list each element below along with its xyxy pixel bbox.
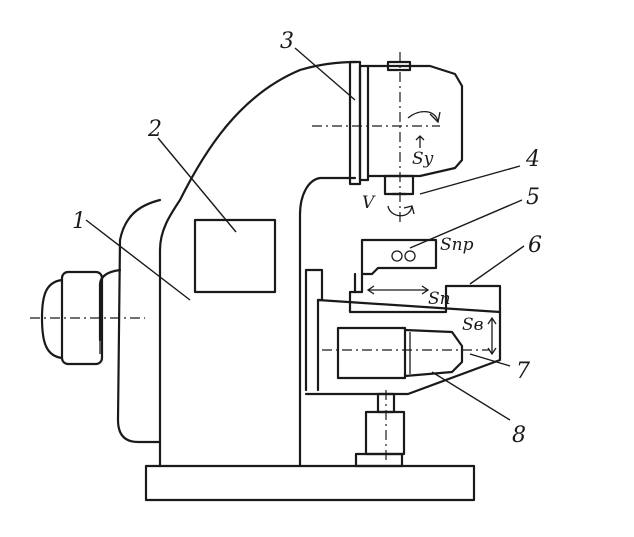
elevating-screw	[354, 392, 406, 468]
label-2: 2	[147, 117, 162, 142]
label-8: 8	[512, 423, 526, 448]
base-plate	[144, 464, 476, 502]
label-1: 1	[72, 209, 86, 234]
label-6: 6	[528, 233, 542, 258]
motion-arrows	[366, 111, 497, 356]
spindle-head	[348, 60, 464, 196]
symbol-sn: Sп	[428, 289, 451, 309]
part-numbers: 1 2 3 4 5 6 7 8	[72, 29, 542, 448]
motor	[40, 270, 104, 366]
motion-symbols: Sу V Sпр Sп Sв	[362, 149, 484, 335]
center-lines	[30, 52, 490, 460]
column-body	[98, 60, 358, 468]
knee-console	[304, 268, 502, 396]
symbol-v: V	[362, 193, 376, 213]
symbol-sv: Sв	[462, 315, 484, 335]
symbol-sy: Sу	[412, 149, 434, 169]
arbor-support	[336, 326, 464, 380]
label-4: 4	[525, 147, 540, 172]
work-table	[348, 238, 502, 314]
side-door	[193, 218, 277, 294]
label-3: 3	[280, 29, 294, 54]
label-5: 5	[526, 185, 540, 210]
label-7: 7	[516, 359, 530, 384]
leader-lines	[85, 47, 525, 421]
symbol-snp: Sпр	[440, 235, 474, 255]
